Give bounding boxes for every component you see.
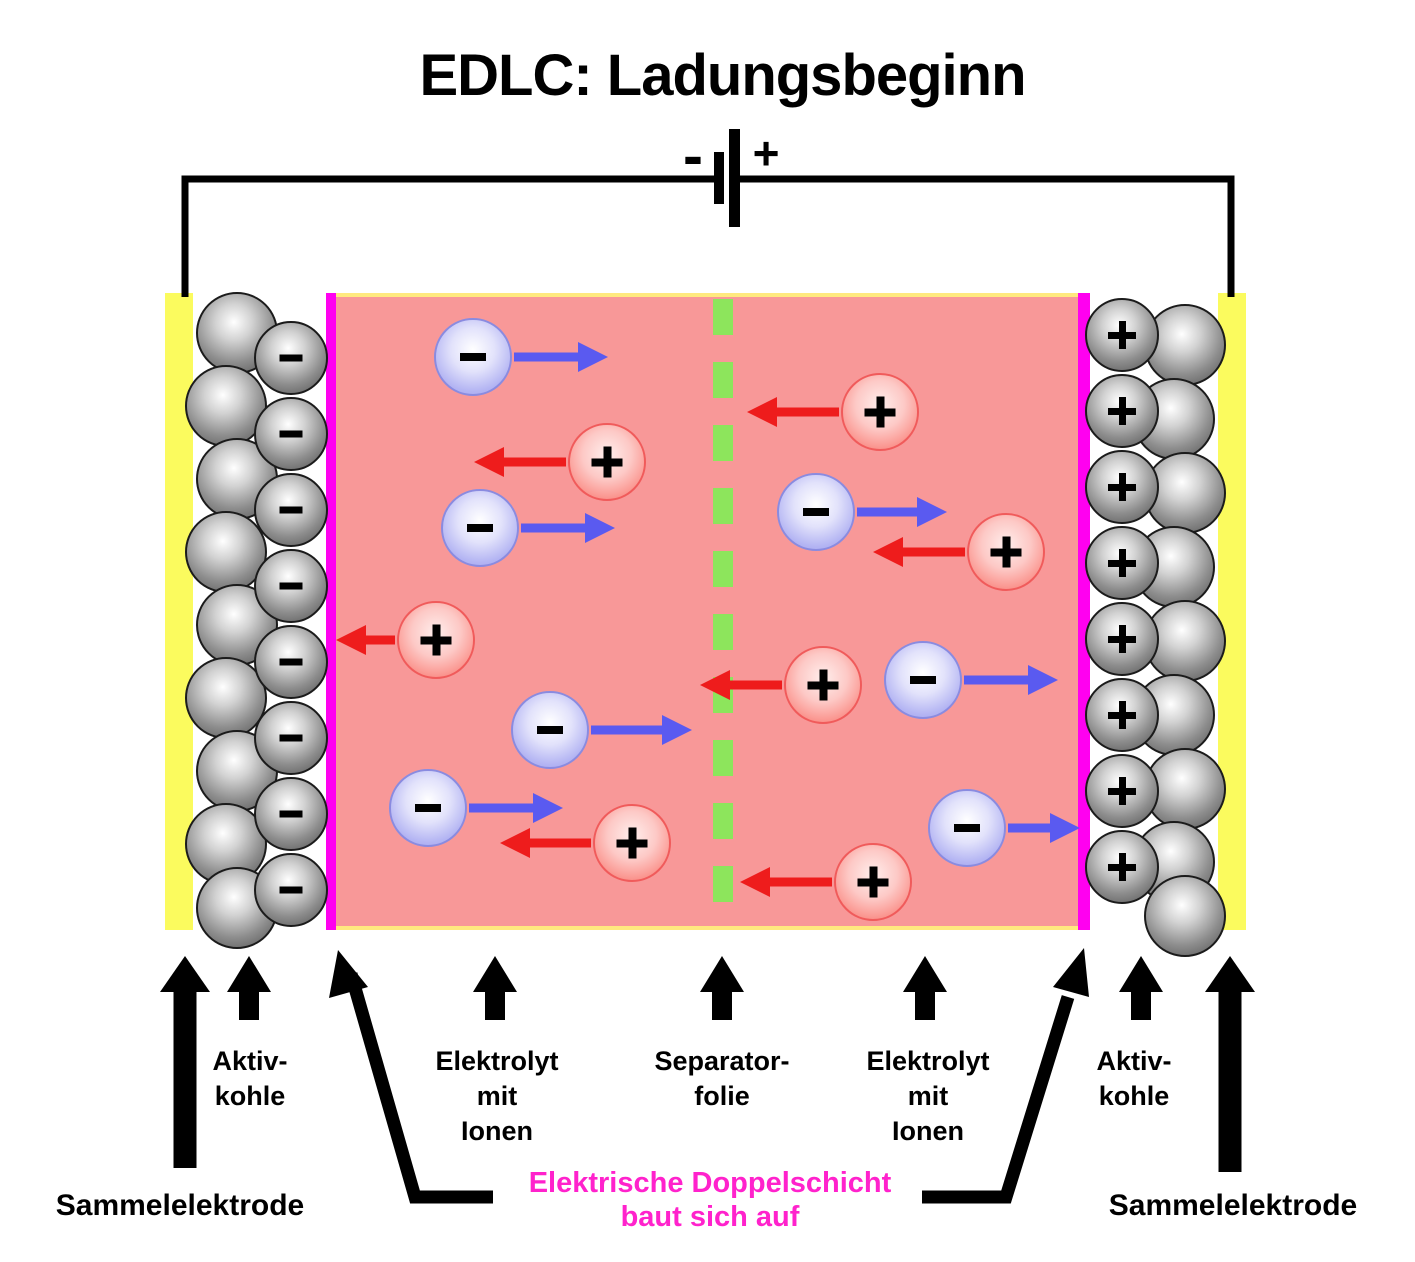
carbon-sphere bbox=[185, 657, 267, 739]
cation bbox=[967, 513, 1045, 591]
minus-sign bbox=[279, 582, 303, 590]
plus-sign bbox=[616, 827, 648, 859]
plus-sign bbox=[1108, 321, 1136, 349]
separator-foil bbox=[713, 299, 733, 925]
minus-sign bbox=[954, 824, 980, 832]
plus-sign bbox=[591, 446, 623, 478]
double-layer-left bbox=[326, 293, 336, 930]
minus-sign bbox=[910, 676, 936, 684]
label-aktivkohle-left: Aktiv- kohle bbox=[212, 1046, 288, 1111]
anion bbox=[511, 691, 589, 769]
carbon-sphere-negative bbox=[254, 397, 328, 471]
anion bbox=[434, 318, 512, 396]
cation bbox=[397, 601, 475, 679]
carbon-sphere-negative bbox=[254, 625, 328, 699]
carbon-sphere-positive bbox=[1085, 678, 1159, 752]
carbon-sphere-positive bbox=[1085, 830, 1159, 904]
carbon-sphere-negative bbox=[254, 473, 328, 547]
cation bbox=[568, 423, 646, 501]
carbon-sphere-negative bbox=[254, 321, 328, 395]
plus-sign bbox=[1108, 473, 1136, 501]
carbon-sphere-negative bbox=[254, 549, 328, 623]
carbon-sphere bbox=[1144, 875, 1226, 957]
anion bbox=[928, 789, 1006, 867]
carbon-sphere-positive bbox=[1085, 374, 1159, 448]
cation bbox=[834, 843, 912, 921]
plus-sign bbox=[1108, 777, 1136, 805]
anion bbox=[777, 473, 855, 551]
plus-sign bbox=[1108, 853, 1136, 881]
battery-minus-sign: - bbox=[683, 121, 703, 189]
carbon-sphere-positive bbox=[1085, 602, 1159, 676]
minus-sign bbox=[279, 810, 303, 818]
battery-plus-sign: + bbox=[752, 127, 780, 179]
plus-sign bbox=[1108, 625, 1136, 653]
plus-sign bbox=[864, 396, 896, 428]
double-layer-right bbox=[1078, 293, 1090, 930]
label-sammelelektrode-left: Sammelelektrode bbox=[55, 1189, 305, 1222]
cation bbox=[841, 373, 919, 451]
anion bbox=[389, 769, 467, 847]
plus-sign bbox=[807, 669, 839, 701]
diagram-title: EDLC: Ladungsbeginn bbox=[419, 43, 1026, 108]
minus-sign bbox=[279, 886, 303, 894]
plus-sign bbox=[990, 536, 1022, 568]
collector-electrode-right bbox=[1218, 293, 1246, 930]
label-double-layer-note: Elektrische Doppelschicht baut sich auf bbox=[528, 1167, 892, 1233]
label-aktivkohle-right: Aktiv- kohle bbox=[1096, 1046, 1172, 1111]
minus-sign bbox=[279, 734, 303, 742]
carbon-sphere-positive bbox=[1085, 298, 1159, 372]
minus-sign bbox=[279, 658, 303, 666]
plus-sign bbox=[1108, 549, 1136, 577]
minus-sign bbox=[279, 506, 303, 514]
carbon-sphere-positive bbox=[1085, 526, 1159, 600]
minus-sign bbox=[803, 508, 829, 516]
anion bbox=[884, 641, 962, 719]
carbon-sphere-negative bbox=[254, 777, 328, 851]
carbon-sphere-negative bbox=[254, 701, 328, 775]
minus-sign bbox=[415, 804, 441, 812]
cation bbox=[784, 646, 862, 724]
carbon-sphere-negative bbox=[254, 853, 328, 927]
carbon-sphere-positive bbox=[1085, 450, 1159, 524]
minus-sign bbox=[279, 354, 303, 362]
minus-sign bbox=[460, 353, 486, 361]
plus-sign bbox=[1108, 701, 1136, 729]
plus-sign bbox=[1108, 397, 1136, 425]
minus-sign bbox=[279, 430, 303, 438]
plus-sign bbox=[857, 866, 889, 898]
cation bbox=[593, 804, 671, 882]
label-sammelelektrode-right: Sammelelektrode bbox=[1108, 1189, 1358, 1222]
label-separator-folie: Separator- folie bbox=[654, 1046, 790, 1111]
minus-sign bbox=[537, 726, 563, 734]
label-elektrolyt-right: Elektrolyt mit Ionen bbox=[866, 1046, 990, 1146]
carbon-sphere-positive bbox=[1085, 754, 1159, 828]
plus-sign bbox=[420, 624, 452, 656]
minus-sign bbox=[467, 524, 493, 532]
label-elektrolyt-left: Elektrolyt mit Ionen bbox=[435, 1046, 559, 1146]
anion bbox=[441, 489, 519, 567]
